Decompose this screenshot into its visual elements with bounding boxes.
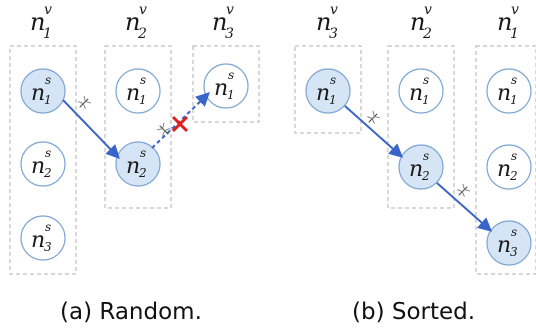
svg-text:s: s	[228, 68, 234, 82]
svg-text:2: 2	[138, 166, 147, 180]
panel-b-edge-v2s2-to-v1s3	[436, 182, 493, 232]
svg-text:2: 2	[137, 26, 147, 42]
panel-b-column-3-box	[475, 45, 536, 275]
svg-text:s: s	[45, 146, 51, 160]
svg-text:s: s	[45, 220, 51, 234]
panel-a: n v 1 n v 2 n v 3 n s 1 n s 2 n	[9, 2, 260, 325]
svg-text:n: n	[125, 8, 140, 36]
panel-b-caption: (b) Sorted.	[352, 299, 475, 325]
panel-a-node-v1-s3: n s 3	[20, 215, 66, 261]
panel-b: n v 3 n v 2 n v 1 n s 1 n s 1	[294, 2, 536, 325]
panel-b-insect-icon-2	[457, 183, 471, 197]
svg-text:3: 3	[225, 26, 234, 42]
svg-text:n: n	[497, 233, 511, 258]
svg-text:s: s	[511, 73, 517, 87]
svg-text:2: 2	[421, 169, 430, 183]
svg-text:s: s	[140, 146, 146, 160]
svg-text:3: 3	[44, 240, 52, 254]
svg-text:s: s	[140, 73, 146, 87]
svg-text:n: n	[126, 154, 140, 179]
panel-b-column-2-label: n v 2	[410, 2, 432, 42]
svg-text:v: v	[44, 2, 52, 18]
svg-text:s: s	[330, 73, 336, 87]
svg-text:1: 1	[422, 93, 430, 107]
svg-text:1: 1	[510, 93, 518, 107]
svg-text:n: n	[212, 8, 227, 36]
panel-b-node-v1-s1: n s 1	[486, 68, 532, 114]
panel-b-node-v2-s1: n s 1	[398, 68, 444, 114]
svg-text:v: v	[330, 2, 338, 18]
panel-b-node-v2-s2: n s 2	[398, 144, 444, 190]
svg-text:1: 1	[227, 88, 235, 102]
panel-a-insect-icon-2	[156, 122, 170, 136]
svg-text:n: n	[30, 8, 45, 36]
panel-a-column-2-box	[104, 45, 172, 209]
svg-text:n: n	[497, 8, 512, 36]
panel-a-column-3-box	[192, 45, 260, 123]
svg-text:1: 1	[510, 26, 519, 42]
svg-text:3: 3	[329, 26, 338, 42]
svg-text:2: 2	[43, 166, 52, 180]
panel-a-node-v1-s1: n s 1	[20, 68, 66, 114]
panel-a-node-v2-s1: n s 1	[115, 68, 161, 114]
svg-text:3: 3	[510, 245, 518, 259]
panel-a-blocked-cross-icon	[171, 115, 189, 133]
svg-text:v: v	[511, 2, 519, 18]
svg-text:2: 2	[509, 169, 518, 183]
svg-text:n: n	[497, 81, 511, 106]
svg-text:v: v	[139, 2, 147, 18]
svg-text:1: 1	[329, 93, 337, 107]
panel-a-edge-v1s1-to-v2s2	[62, 99, 120, 160]
svg-text:n: n	[31, 154, 45, 179]
svg-text:n: n	[31, 81, 45, 106]
panel-b-node-v1-s2: n s 2	[486, 144, 532, 190]
panel-b-insect-icon-1	[367, 110, 381, 124]
svg-text:s: s	[423, 73, 429, 87]
panel-b-column-1-label: n v 3	[316, 2, 338, 42]
panel-b-column-1-box	[294, 45, 362, 134]
svg-text:1: 1	[43, 26, 52, 42]
panel-b-column-3-label: n v 1	[497, 2, 519, 42]
svg-text:2: 2	[422, 26, 432, 42]
panel-a-node-v3-s1: n s 1	[203, 63, 249, 109]
svg-text:s: s	[45, 73, 51, 87]
panel-a-caption: (a) Random.	[60, 299, 202, 325]
svg-text:n: n	[410, 8, 425, 36]
svg-text:n: n	[316, 8, 331, 36]
panel-a-node-v1-s2: n s 2	[20, 141, 66, 187]
panel-a-column-2-label: n v 2	[125, 2, 147, 42]
panel-b-node-v1-s3: n s 3	[486, 220, 532, 266]
panel-b-node-v3-s1: n s 1	[305, 68, 351, 114]
svg-text:n: n	[409, 157, 423, 182]
panel-a-column-1-label: n v 1	[30, 2, 52, 42]
svg-text:s: s	[511, 149, 517, 163]
panel-a-edge-v2s2-to-v3s1-dashed	[151, 92, 211, 149]
svg-text:s: s	[511, 225, 517, 239]
panel-a-node-v2-s2: n s 2	[115, 141, 161, 187]
panel-a-column-3-label: n v 3	[212, 2, 234, 42]
panel-b-column-2-box	[387, 45, 455, 209]
svg-text:v: v	[226, 2, 234, 18]
svg-text:v: v	[424, 2, 432, 18]
svg-text:n: n	[497, 157, 511, 182]
panel-a-insect-icon-1	[78, 95, 92, 109]
svg-text:n: n	[409, 81, 423, 106]
panel-b-edge-v3s1-to-v2s2	[344, 105, 404, 158]
svg-text:n: n	[214, 76, 228, 101]
svg-text:1: 1	[44, 93, 52, 107]
svg-text:n: n	[126, 81, 140, 106]
svg-text:s: s	[423, 149, 429, 163]
svg-text:1: 1	[139, 93, 147, 107]
svg-text:n: n	[316, 81, 330, 106]
svg-text:n: n	[31, 228, 45, 253]
